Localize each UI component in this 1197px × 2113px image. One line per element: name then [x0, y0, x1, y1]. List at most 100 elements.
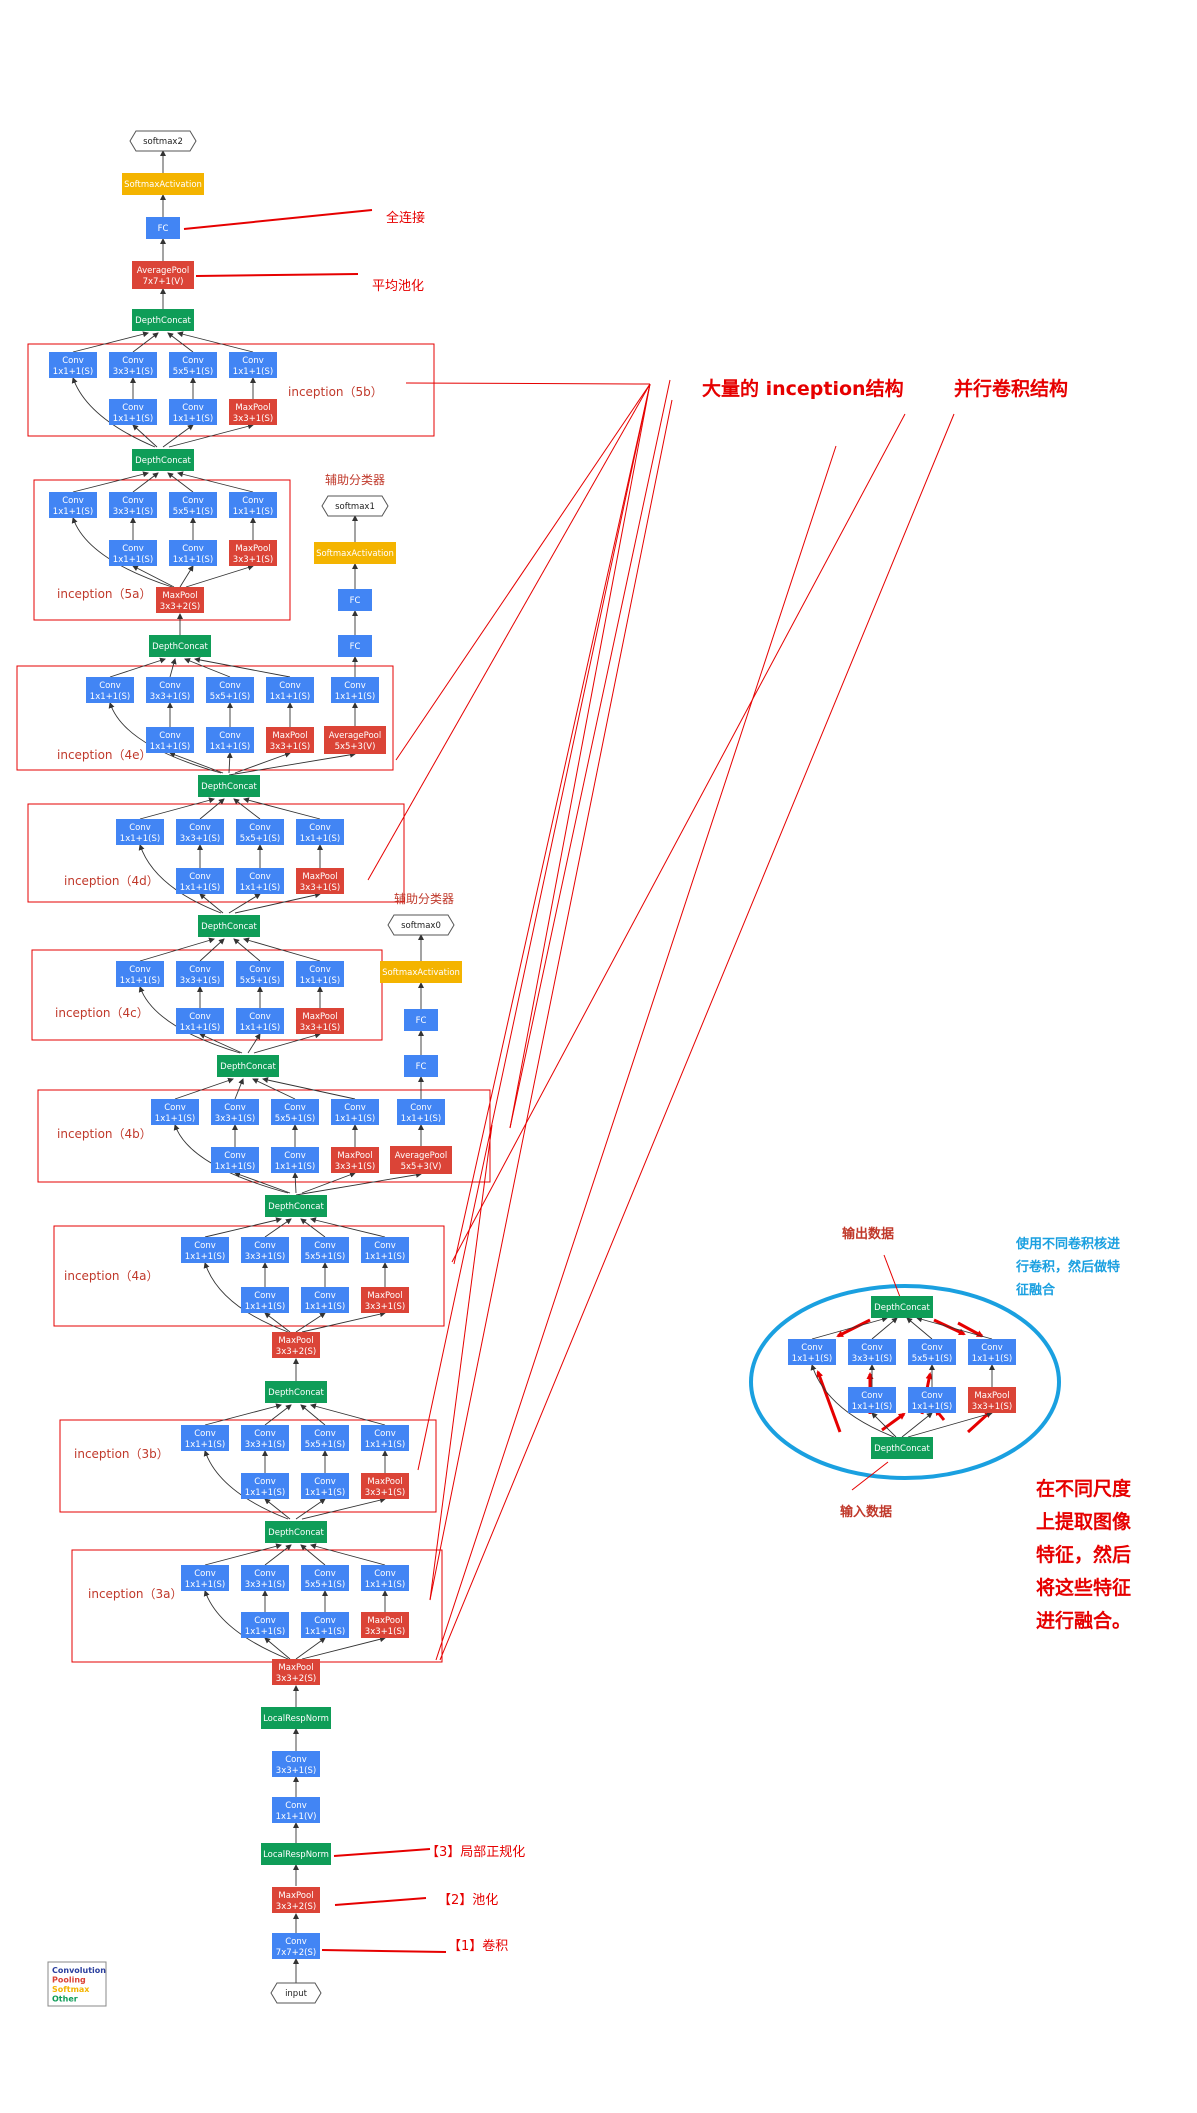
inception-3b-top-conv-4-label: Conv: [374, 1429, 396, 1439]
inception-4d-top-conv-3-box: [236, 819, 284, 845]
inception-4b-top-conv-3-box: [271, 1099, 319, 1125]
inception-4d-mid-1-box: [176, 868, 224, 894]
inception-3a-mid-1-param: 1x1+1(S): [245, 1627, 285, 1637]
inception-5b-in-mid-3: [168, 423, 254, 448]
detail-top-conv-2-param: 3x3+1(S): [852, 1354, 892, 1364]
inception-4c-to-concat-4: [243, 937, 321, 962]
inception-4c-top-conv-2-param: 3x3+1(S): [180, 976, 220, 986]
annotation-fc: 全连接: [386, 210, 425, 226]
inception-4d-mid-3-label: MaxPool: [302, 872, 337, 882]
annotation-pool: 【2】池化: [438, 1893, 498, 1908]
inception-3b-top-conv-4-box: [361, 1425, 409, 1451]
inception-4a-mid-2-box: [301, 1287, 349, 1313]
detail-to-concat-1: [811, 1316, 888, 1340]
depthconcat-4d-box: [198, 775, 260, 797]
inception-5b-in-mid-2: [162, 424, 194, 448]
softmax-activation-main-box: [122, 173, 204, 195]
inception-5a-to-concat-3: [167, 472, 194, 493]
inception-4a-to-concat-2: [264, 1218, 292, 1238]
conv-3x3-stem-label: Conv: [285, 1755, 307, 1765]
inception-4d-top-conv-2-box: [176, 819, 224, 845]
inception-5b-to-concat-4: [177, 331, 254, 353]
fc-main: FC: [146, 217, 180, 239]
inception-4a-mid-1-box: [241, 1287, 289, 1313]
inception-5b-top-conv-2-label: Conv: [122, 356, 144, 366]
inception-5b-in-first: [71, 377, 156, 448]
detail-note-line-3: 征融合: [1016, 1282, 1056, 1298]
inception-3b-in-mid-1: [264, 1498, 291, 1520]
i3b-label: inception（3b）: [74, 1447, 169, 1461]
inception-4c-in-mid-1: [199, 1033, 243, 1054]
inception-3b-mid-1-label: Conv: [254, 1477, 276, 1487]
depthconcat-3a-label: DepthConcat: [268, 1528, 324, 1538]
annotation-line-many-inception-7: [509, 379, 671, 1129]
inception-4e-top-conv-3-box: [206, 677, 254, 703]
inception-4e-top-conv-4-label: Conv: [279, 681, 301, 691]
inception-3a-top-conv-1-box: [181, 1565, 229, 1591]
inception-5a-mid-1-param: 1x1+1(S): [113, 555, 153, 565]
maxpool-4a-in-label: MaxPool: [278, 1336, 313, 1346]
inception-5b-top-conv-4-box: [229, 352, 277, 378]
inception-5a-top-conv-3-box: [169, 492, 217, 518]
detail-summary-line-2: 上提取图像: [1036, 1510, 1132, 1533]
depthconcat-5a: DepthConcat: [132, 449, 194, 471]
inception-4c-top-conv-1-label: Conv: [129, 965, 151, 975]
softmax0-output-shape: [387, 914, 455, 936]
maxpool-stem-label: MaxPool: [278, 1891, 313, 1901]
inception-4b-mid-2-param: 1x1+1(S): [275, 1162, 315, 1172]
inception-4d-mid-1-param: 1x1+1(S): [180, 883, 220, 893]
inception-4b-top-conv-4-param: 1x1+1(S): [335, 1114, 375, 1124]
annotation-line-fc: [183, 209, 373, 230]
detail-in-first: [810, 1364, 895, 1438]
annotation-line-parallel-2: [451, 413, 906, 1263]
detail-to-concat-2: [871, 1317, 898, 1340]
aux1-conv-param: 1x1+1(S): [335, 692, 375, 702]
annotation-line-many-inception-1: [405, 382, 651, 385]
softmax-activation-aux1: SoftmaxActivation: [314, 542, 396, 564]
input-node-shape: [270, 1982, 322, 2004]
inception-3a-top-conv-3-label: Conv: [314, 1569, 336, 1579]
inception-3a-mid-3-label: MaxPool: [367, 1616, 402, 1626]
inception-4a-to-concat-1: [204, 1217, 282, 1238]
inception-4b-in-mid-1: [234, 1171, 291, 1194]
inception-3a-in-first: [203, 1590, 289, 1660]
i4b-label: inception（4b）: [57, 1127, 152, 1141]
detail-mid-2-label: Conv: [921, 1391, 943, 1401]
detail-top-conv-4-label: Conv: [981, 1343, 1003, 1353]
inception-4d-to-concat-2: [199, 798, 225, 820]
aux1-averagepool-box: [324, 726, 386, 754]
inception-3a-mid-2-box: [301, 1612, 349, 1638]
inception-5b-top-conv-2-box: [109, 352, 157, 378]
fc-main-label: FC: [158, 224, 169, 234]
annotation-aux-classifier-1: 辅助分类器: [325, 473, 385, 487]
inception-3b-mid-3-label: MaxPool: [367, 1477, 402, 1487]
inception-3b-in-mid-2: [295, 1498, 326, 1520]
aux1-averagepool-param: 5x5+3(V): [335, 742, 376, 752]
inception-4e-mid-1-box: [146, 727, 194, 753]
detail-to-concat-3: [906, 1317, 933, 1340]
inception-4e-top-conv-3-param: 5x5+1(S): [210, 692, 250, 702]
inception-3a-mid-1-box: [241, 1612, 289, 1638]
inception-5a-top-conv-4-label: Conv: [242, 496, 264, 506]
annotation-line-many-inception-4: [509, 383, 651, 1129]
inception-5b-to-concat-2: [132, 332, 159, 353]
inception-5a-top-conv-1-box: [49, 492, 97, 518]
inception-3a-top-conv-2-box: [241, 1565, 289, 1591]
inception-4b-mid-1-param: 1x1+1(S): [215, 1162, 255, 1172]
depthconcat-5b-box: [132, 309, 194, 331]
legend-item-1: Convolution: [52, 1966, 106, 1975]
softmax-activation-main-label: SoftmaxActivation: [124, 180, 202, 190]
i5b-frame: [27, 343, 435, 437]
inception-3b-mid-2-label: Conv: [314, 1477, 336, 1487]
annotation-many-inception: 大量的 inception结构: [702, 377, 904, 400]
inception-5a-mid-3-param: 3x3+1(S): [233, 555, 273, 565]
inception-3a-top-conv-3-box: [301, 1565, 349, 1591]
